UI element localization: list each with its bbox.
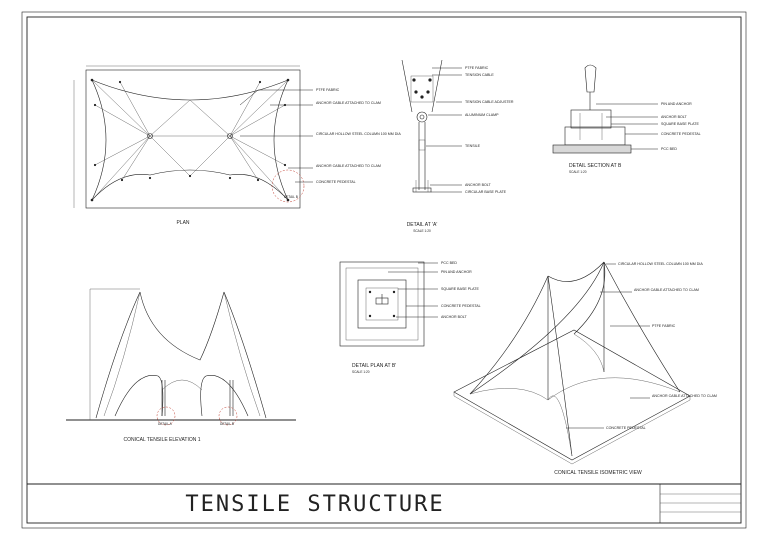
plan-view: DETAIL B PTFE FABRIC ANCHOR CABLE ATTACH… xyxy=(73,65,401,226)
detail-a-scale: SCALE 1:20 xyxy=(413,229,431,233)
section-b-caption: DETAIL SECTION AT B xyxy=(569,163,622,169)
plan-b-callout-anchor-bolt: ANCHOR BOLT xyxy=(441,315,467,319)
elevation-view: DETAIL A DETAIL B CONICAL TENSILE ELEVAT… xyxy=(66,288,296,443)
detail-a-callout-base-plate: CIRCULAR BASE PLATE xyxy=(465,190,507,194)
section-b-callout-anchor-bolt: ANCHOR BOLT xyxy=(661,115,687,119)
elevation-detail-a-marker: DETAIL A xyxy=(158,422,173,426)
iso-callout-anchor-cable: ANCHOR CABLE ATTACHED TO CLAM xyxy=(634,288,699,292)
isometric-view: CIRCULAR HOLLOW STEEL COLUMN 100 MM DIA … xyxy=(453,261,717,476)
outer-border xyxy=(21,11,747,529)
iso-callout-anchor-cable-2: ANCHOR CABLE ATTACHED TO CLAM xyxy=(652,394,717,398)
detail-a-callout-tensile: TENSILE xyxy=(465,144,481,148)
iso-callout-pedestal: CONCRETE PEDESTAL xyxy=(606,426,646,430)
plan-callout-anchor-cable-2: ANCHOR CABLE ATTACHED TO CLAM xyxy=(316,164,381,168)
plan-callout-pedestal: CONCRETE PEDESTAL xyxy=(316,180,356,184)
inner-border xyxy=(26,16,742,524)
sheet-title: TENSILE STRUCTURE xyxy=(185,492,444,517)
detail-a-callout-clamp: ALUMINIUM CLAMP xyxy=(465,113,499,117)
plan-b-scale: SCALE 1:20 xyxy=(352,370,370,374)
detail-section-b-view: PIN AND ANCHOR ANCHOR BOLT SQUARE BASE P… xyxy=(552,64,701,174)
isometric-caption: CONICAL TENSILE ISOMETRIC VIEW xyxy=(554,470,642,476)
detail-a-callout-anchor-bolt: ANCHOR BOLT xyxy=(465,183,491,187)
plan-b-callout-pedestal: CONCRETE PEDESTAL xyxy=(441,304,481,308)
iso-callout-fabric: PTFE FABRIC xyxy=(652,324,676,328)
section-b-scale: SCALE 1:20 xyxy=(569,170,587,174)
detail-a-callout-adjuster: TENSION CABLE ADJUSTER xyxy=(465,100,514,104)
plan-callout-fabric: PTFE FABRIC xyxy=(316,88,340,92)
section-b-callout-base-plate: SQUARE BASE PLATE xyxy=(661,122,699,126)
detail-a-callout-tension-cable: TENSION CABLE xyxy=(465,73,494,77)
plan-b-callout-pcc: PCC BED xyxy=(441,261,457,265)
elevation-caption: CONICAL TENSILE ELEVATION 1 xyxy=(123,437,200,443)
plan-b-callout-pin: PIN AND ANCHOR xyxy=(441,270,472,274)
plan-detail-marker: DETAIL B xyxy=(284,195,298,199)
detail-b-marker-plan xyxy=(271,169,305,203)
iso-callout-column: CIRCULAR HOLLOW STEEL COLUMN 100 MM DIA xyxy=(618,262,703,266)
plan-callout-anchor-cable: ANCHOR CABLE ATTACHED TO CLAM xyxy=(316,101,381,105)
elevation-detail-b-marker: DETAIL B xyxy=(220,422,234,426)
detail-plan-b-view: PCC BED PIN AND ANCHOR SQUARE BASE PLATE… xyxy=(339,261,481,374)
detail-a-view: PTFE FABRIC TENSION CABLE TENSION CABLE … xyxy=(401,59,514,233)
plan-b-caption: DETAIL PLAN AT B' xyxy=(352,363,396,369)
plan-caption: PLAN xyxy=(176,220,189,226)
section-b-callout-pcc: PCC BED xyxy=(661,147,677,151)
detail-a-caption: DETAIL AT 'A' xyxy=(407,222,438,228)
plan-callout-column: CIRCULAR HOLLOW STEEL COLUMN 100 MM DIA xyxy=(316,132,401,136)
detail-a-callout-fabric: PTFE FABRIC xyxy=(465,66,489,70)
plan-b-callout-base-plate: SQUARE BASE PLATE xyxy=(441,287,479,291)
section-b-callout-pin: PIN AND ANCHOR xyxy=(661,102,692,106)
section-b-callout-pedestal: CONCRETE PEDESTAL xyxy=(661,132,701,136)
